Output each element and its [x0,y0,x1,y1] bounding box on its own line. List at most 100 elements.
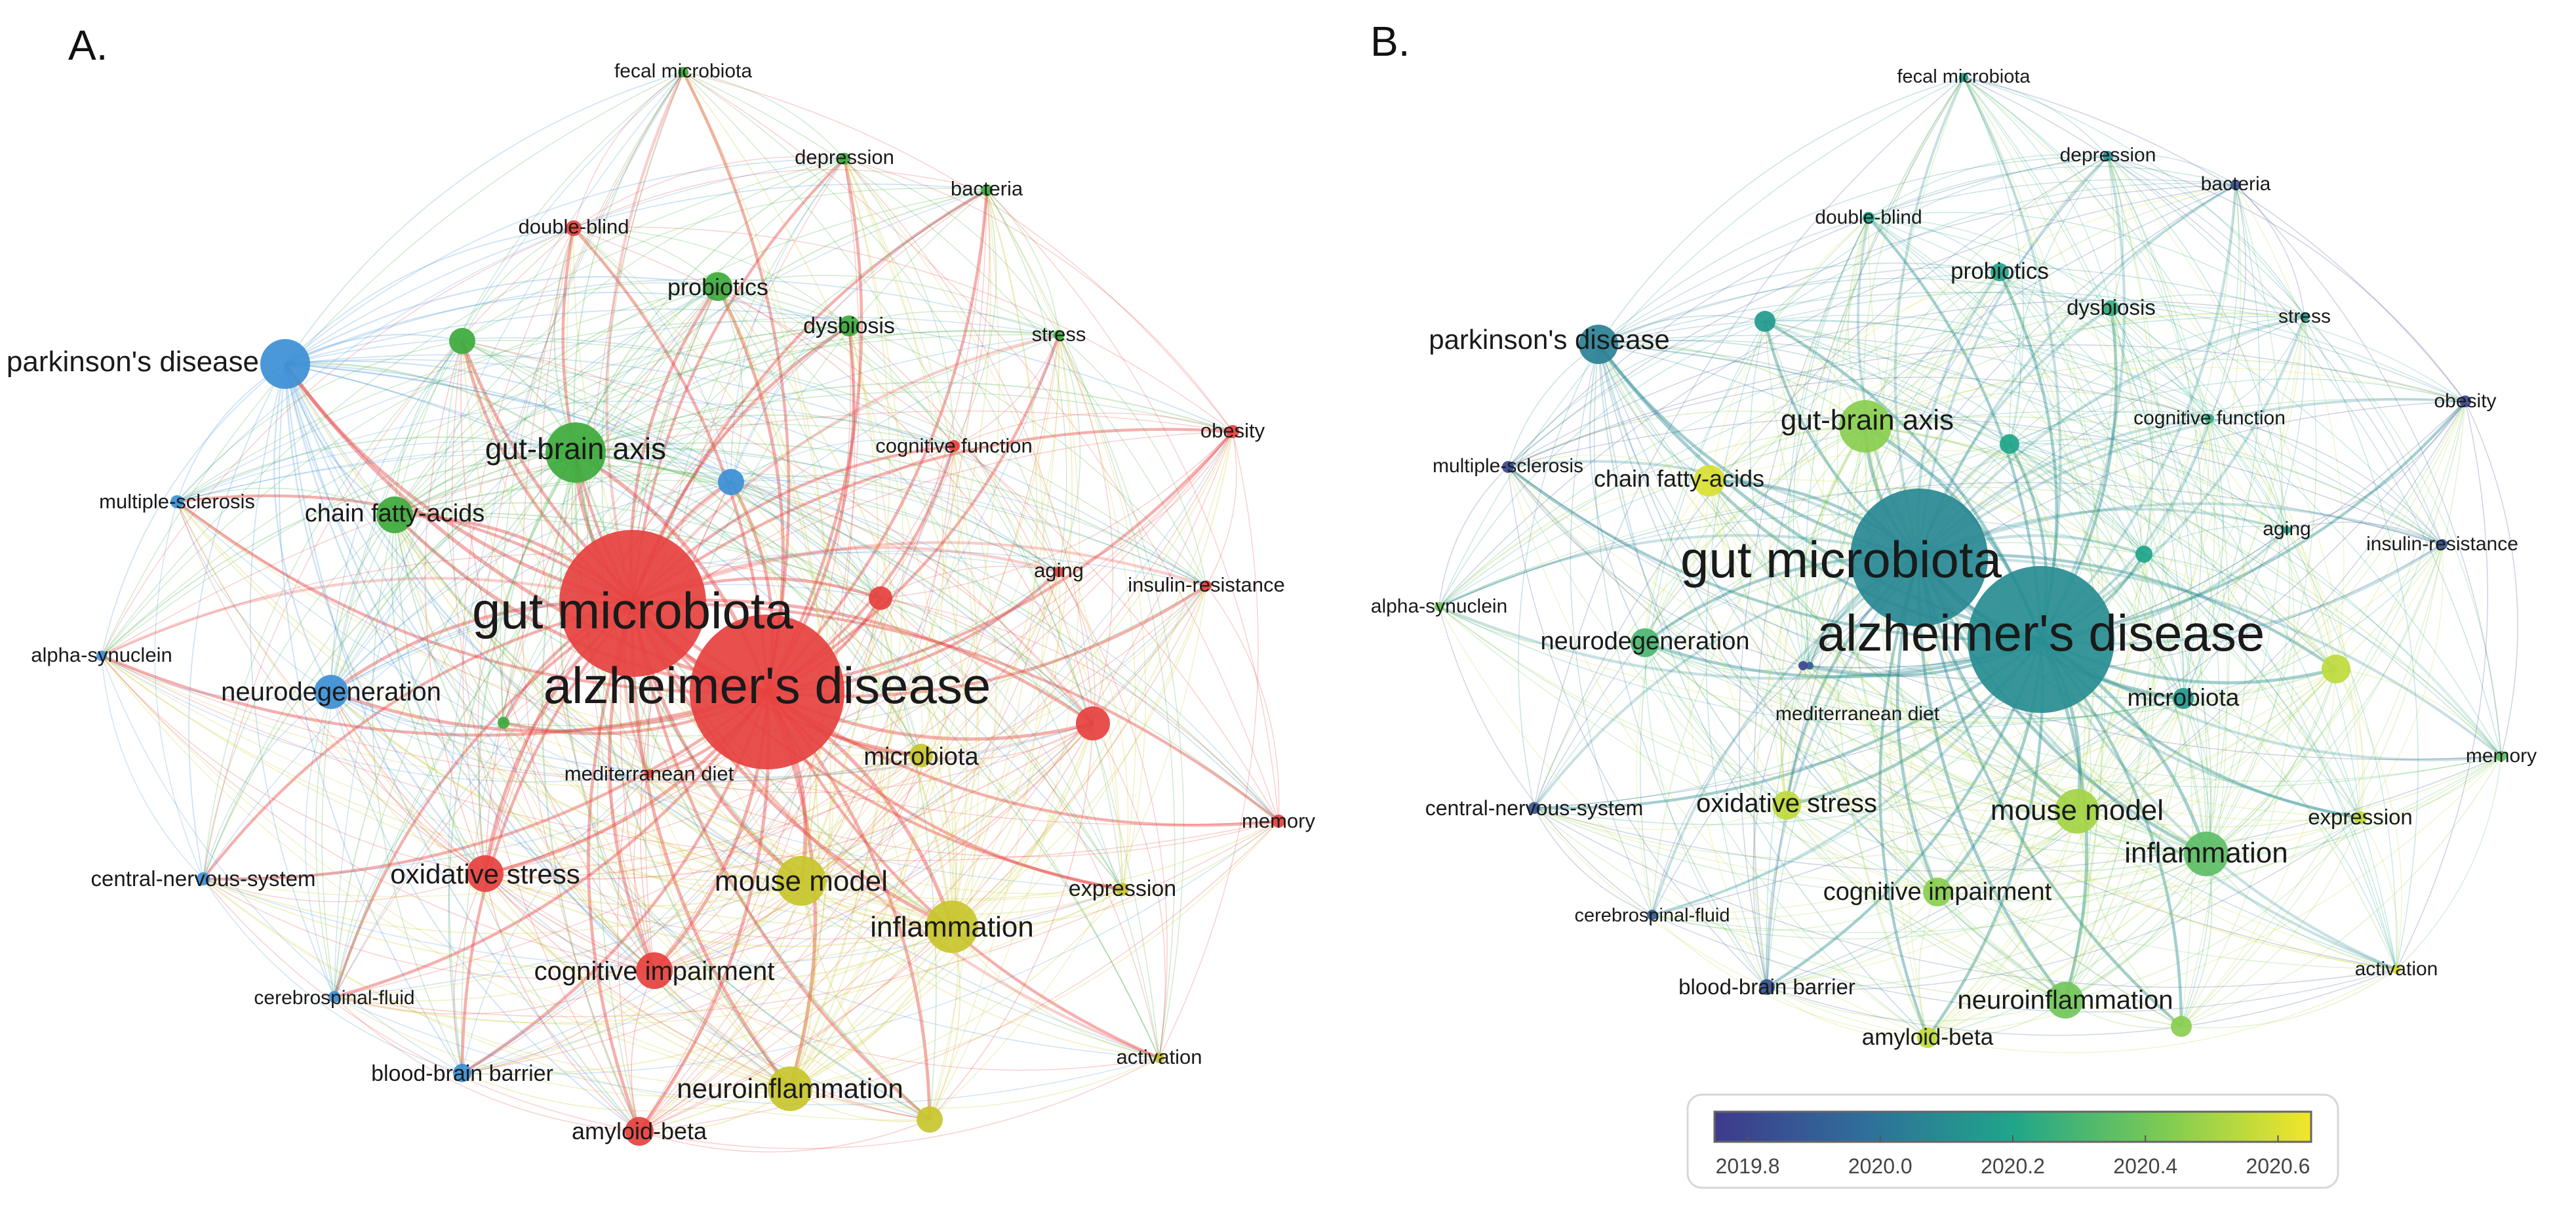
a-edge [717,286,955,447]
b-node-activation [2392,965,2401,974]
a-edge [631,157,846,604]
b-edge [1927,401,2466,1038]
b-edge [2110,308,2288,531]
a-edge [101,655,1123,902]
colorbar-tick-label: 2020.6 [2246,1154,2310,1178]
b-edge [2183,698,2361,819]
a-edge [284,363,395,516]
a-edge [730,158,845,483]
b-edge [1937,891,2066,1001]
b-edge [2110,308,2220,855]
b-edge [1598,344,1787,806]
b-edge [1507,344,2466,468]
a-edge [284,363,802,882]
b-edge [1598,344,1928,1038]
b-edge [1918,556,2361,820]
b-edge [1927,756,2502,1038]
b-node-blood-brain-barrier [1759,979,1775,995]
b-edge [2110,308,2192,699]
a-edge [1058,431,1233,573]
a-node-parkinsons-disease [260,339,310,389]
b-edge [1534,698,2184,825]
b-node-depression [2103,151,2113,161]
a-edge [639,334,1060,1132]
a-edge [880,597,1094,724]
b-node-aging [2283,526,2291,534]
b-edge [2076,418,2210,812]
b-edge [2143,554,2185,699]
a-node-unlabeled [718,469,744,495]
b-edge [1438,411,2210,607]
a-edge [717,286,937,1120]
b-edge [1438,466,1509,607]
a-edge [951,190,1038,927]
a-edge [639,190,987,1132]
b-edge [2143,554,2502,757]
b-edge [2143,554,2397,970]
b-edge [1766,986,2066,1022]
a-edge [393,514,953,928]
b-edge [1709,480,2078,812]
b-edge [1963,77,2288,531]
b-edge [2181,817,2361,1027]
a-edge [330,691,655,971]
b-edge [1749,321,1804,666]
b-edge [2065,817,2361,1001]
b-edge [1507,272,2000,468]
b-edge [1963,77,2025,445]
a-edge [789,158,904,1089]
a-edge [462,340,791,1089]
a-edge [953,413,1233,447]
a-edge [573,71,684,229]
a-edge [462,970,655,1074]
a-edge [921,755,1123,890]
b-edge [1507,376,2210,468]
b-edge [1868,217,2184,699]
b-label-depression: depression [2060,144,2156,166]
a-edge [639,723,1094,1132]
a-node-chain-fatty-acids [376,496,413,533]
b-edge [1598,291,2466,402]
a-edge [765,158,863,693]
a-edge [394,514,922,756]
a-edge [334,158,845,998]
a-node-oxidative-stress [467,855,504,892]
a-edge [986,190,1176,1059]
b-edge [1868,217,2112,309]
a-edge [485,723,1094,880]
a-edge [101,654,768,737]
b-edge [1963,77,2106,1001]
b-edge [1644,217,1869,643]
b-edge [1644,425,1866,643]
b-label-obesity: obesity [2434,390,2496,412]
a-node-dysbiosis [839,315,860,336]
b-edge [2181,401,2466,1027]
a-edge [633,773,655,971]
b-edge [1644,642,2066,1001]
a-edge [848,325,968,927]
b-edge [1438,606,2078,813]
a-node-unlabeled [917,1106,943,1133]
b-edge [1868,217,2502,757]
panel-a-letter: A. [68,22,108,69]
a-edge [654,970,791,1090]
b-edge [1865,426,2397,970]
a-edge [683,71,1279,822]
b-edge [1802,665,2207,855]
b-edge [1918,184,2237,558]
a-edge [334,755,922,998]
b-edge [1644,642,2337,719]
a-edge [951,445,997,927]
b-edge [1644,642,2078,812]
a-label-inflammation: inflammation [870,911,1033,943]
a-edge [462,755,922,1074]
b-label-gut-brain-axis: gut-brain axis [1781,404,1954,436]
a-edge [273,363,332,693]
b-edge [2065,554,2155,1001]
a-edge [605,71,684,604]
b-label-neuroinflammation: neuroinflammation [1957,986,2173,1015]
a-edge [880,597,923,756]
a-edge [462,820,1279,1075]
